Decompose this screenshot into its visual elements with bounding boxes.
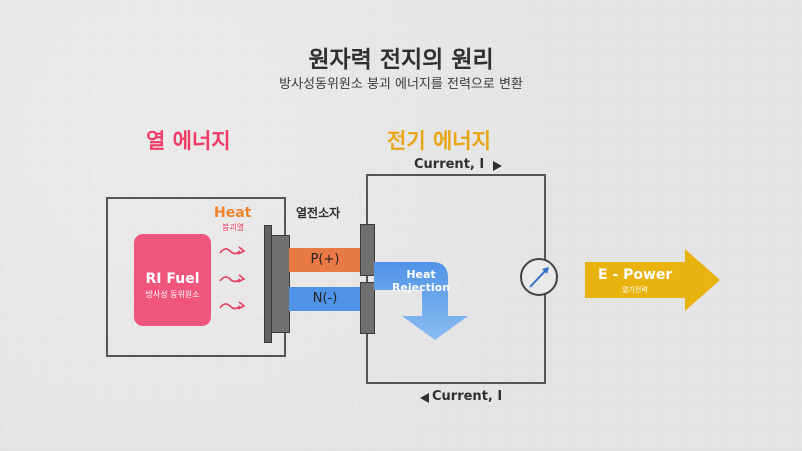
ri-fuel-title: RI Fuel: [145, 271, 200, 287]
heat-wave-icon: [219, 301, 246, 310]
arrow-left-icon: [420, 393, 429, 403]
p-type-leg: [289, 248, 361, 272]
ri-fuel-subtitle: 방사성 동위원소: [145, 290, 200, 299]
n-type-leg: [289, 287, 361, 311]
e-power-arrow-icon: [585, 249, 720, 311]
meter-needle-icon: [529, 267, 549, 288]
heat-rejection-arrow-icon: [374, 262, 468, 340]
cold-side-plate-bottom: [360, 282, 375, 334]
heat-rejection-label: Heat Rejection: [391, 268, 451, 294]
heat-wave-icon: [219, 274, 246, 283]
page-subtitle: 방사성동위원소 붕괴 에너지를 전력으로 변환: [279, 77, 523, 92]
n-type-label: N(-): [312, 291, 338, 306]
current-top-label: Current, I: [414, 157, 485, 172]
thermoelectric-module-label: 열전소자: [296, 206, 341, 220]
ri-fuel-block: RI Fuel 방사성 동위원소: [134, 234, 211, 326]
arrow-right-icon: [493, 161, 502, 171]
electric-energy-label: 전기 에너지: [387, 129, 491, 153]
current-bottom-label: Current, I: [432, 389, 503, 404]
p-type-label: P(+): [310, 252, 340, 267]
heat-sublabel: 붕괴열: [222, 223, 245, 232]
heat-energy-label: 열 에너지: [146, 129, 231, 153]
page-title: 원자력 전지의 원리: [308, 47, 494, 73]
hot-side-plate: [271, 235, 290, 333]
heat-wave-icon: [219, 246, 246, 255]
heat-label: Heat: [214, 205, 252, 221]
cold-side-plate-top: [360, 224, 375, 276]
e-power-label: E - Power: [598, 267, 673, 283]
e-power-sublabel: 열기전력: [622, 286, 648, 294]
